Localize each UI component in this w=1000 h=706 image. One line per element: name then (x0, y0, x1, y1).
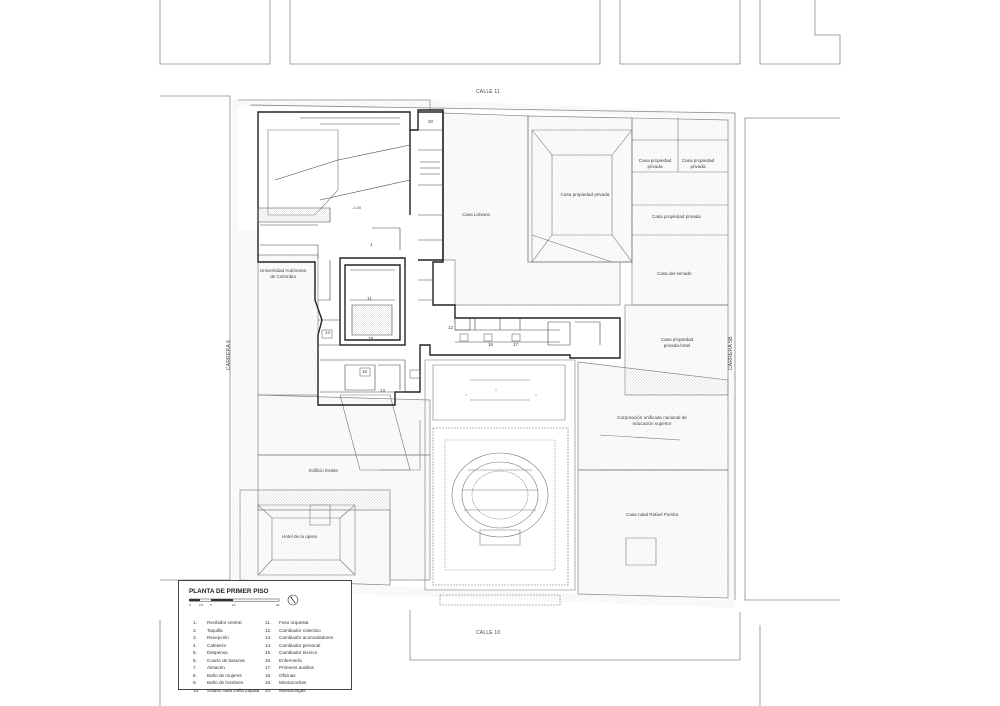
building-label: Corporación unificada nacional de educac… (617, 415, 687, 426)
building-label: Casa natal Rafael Pombo (626, 512, 679, 517)
room-number: 13 (380, 388, 386, 393)
legend-item: 15.Cambiador técnico (265, 650, 318, 655)
svg-text:2.5: 2.5 (199, 603, 204, 607)
legend-item: 16.Enfermería (265, 657, 302, 663)
building-label: Universidad Autónoma de Colombia (259, 268, 307, 279)
legend-column-1: 1.Recibidor central 2.Taquilla 3.Recepci… (193, 619, 259, 694)
room-number: 1 (370, 242, 373, 247)
building-label: Edificio Estela (309, 468, 338, 473)
legend-title: PLANTA DE PRIMER PISO (189, 588, 269, 595)
room-markers (321, 329, 521, 379)
legend-item: 8.Baño de mujeres (193, 672, 242, 678)
north-arrow-icon (287, 594, 299, 606)
legend-item: 14.Cambiador personal (265, 642, 321, 648)
legend-item: 2.Taquilla (193, 627, 223, 633)
street-label-south: CALLE 10 (476, 630, 501, 636)
legend-item: 10.Sótano Sala Delia Zapata (193, 687, 260, 693)
legend-item: 6.Cuarto de basuras (193, 657, 245, 663)
room-number: 18 (368, 336, 374, 341)
neighbor-lots (239, 112, 729, 599)
room-number: 12 (448, 325, 454, 330)
building-label: Casa del senado (657, 271, 692, 276)
legend-item: 17.Primeros auxilios (265, 665, 314, 670)
building-label: Casa propiedad privada (638, 158, 672, 169)
room-number: 17 (513, 342, 519, 347)
legend-item: 9.Baño de hombres (193, 680, 244, 685)
building-label: Casa propiedad privada (652, 214, 701, 219)
legend-item: 18.Oficinas (265, 672, 296, 678)
street-label-east: CARRERA 5B (728, 336, 734, 370)
legend-item: 20.Montacargas (265, 687, 306, 693)
svg-text:5: 5 (210, 603, 212, 607)
building-label: Casa propiedad privada (560, 192, 610, 197)
legend-item: 19.Montacoches (265, 680, 307, 685)
building-label: Hotel de la opera (282, 534, 317, 539)
building-label: Casa propiedad privada (681, 158, 715, 169)
roof-lines (257, 118, 728, 576)
scale-bar: 0 2.5 5 10 20 (189, 598, 280, 607)
svg-text:20: 20 (276, 603, 280, 607)
theatre-interior (257, 117, 601, 393)
legend-item: 12.Cambiador colectivo (265, 627, 321, 633)
historic-theatre (424, 359, 576, 606)
legend-column-2: 11.Foso orquesta 12.Cambiador colectivo … (265, 619, 333, 694)
room-number: 11 (367, 296, 372, 301)
sidewalks (232, 100, 735, 608)
legend-item: 5.Despensa (193, 650, 228, 655)
svg-text:0: 0 (189, 603, 191, 607)
building-label: Casa propiedad privada-hotel (660, 337, 694, 348)
room-number: 20 (428, 119, 434, 124)
building-label: Casa Liévano (462, 212, 491, 217)
svg-text:10: 10 (232, 603, 236, 607)
street-label-north: CALLE 11 (476, 89, 501, 95)
room-number: 16 (488, 342, 494, 347)
legend: PLANTA DE PRIMER PISO 0 2.5 5 10 20 1.Re… (178, 580, 352, 693)
room-number: 15 (362, 369, 368, 374)
legend-item: 4.Cafetería (193, 642, 226, 648)
legend-item: 3.Recepción (193, 635, 229, 640)
legend-item: 11.Foso orquesta (265, 620, 309, 625)
room-number: 14 (325, 330, 331, 335)
legend-item: 7.Almacén (193, 665, 225, 670)
legend-item: 1.Recibidor central (193, 620, 242, 625)
legend-item: 13.Cambiador acomodadores (265, 635, 334, 640)
level-mark: -1.00 (352, 205, 362, 210)
street-label-west: CARRERA 6 (226, 339, 232, 370)
